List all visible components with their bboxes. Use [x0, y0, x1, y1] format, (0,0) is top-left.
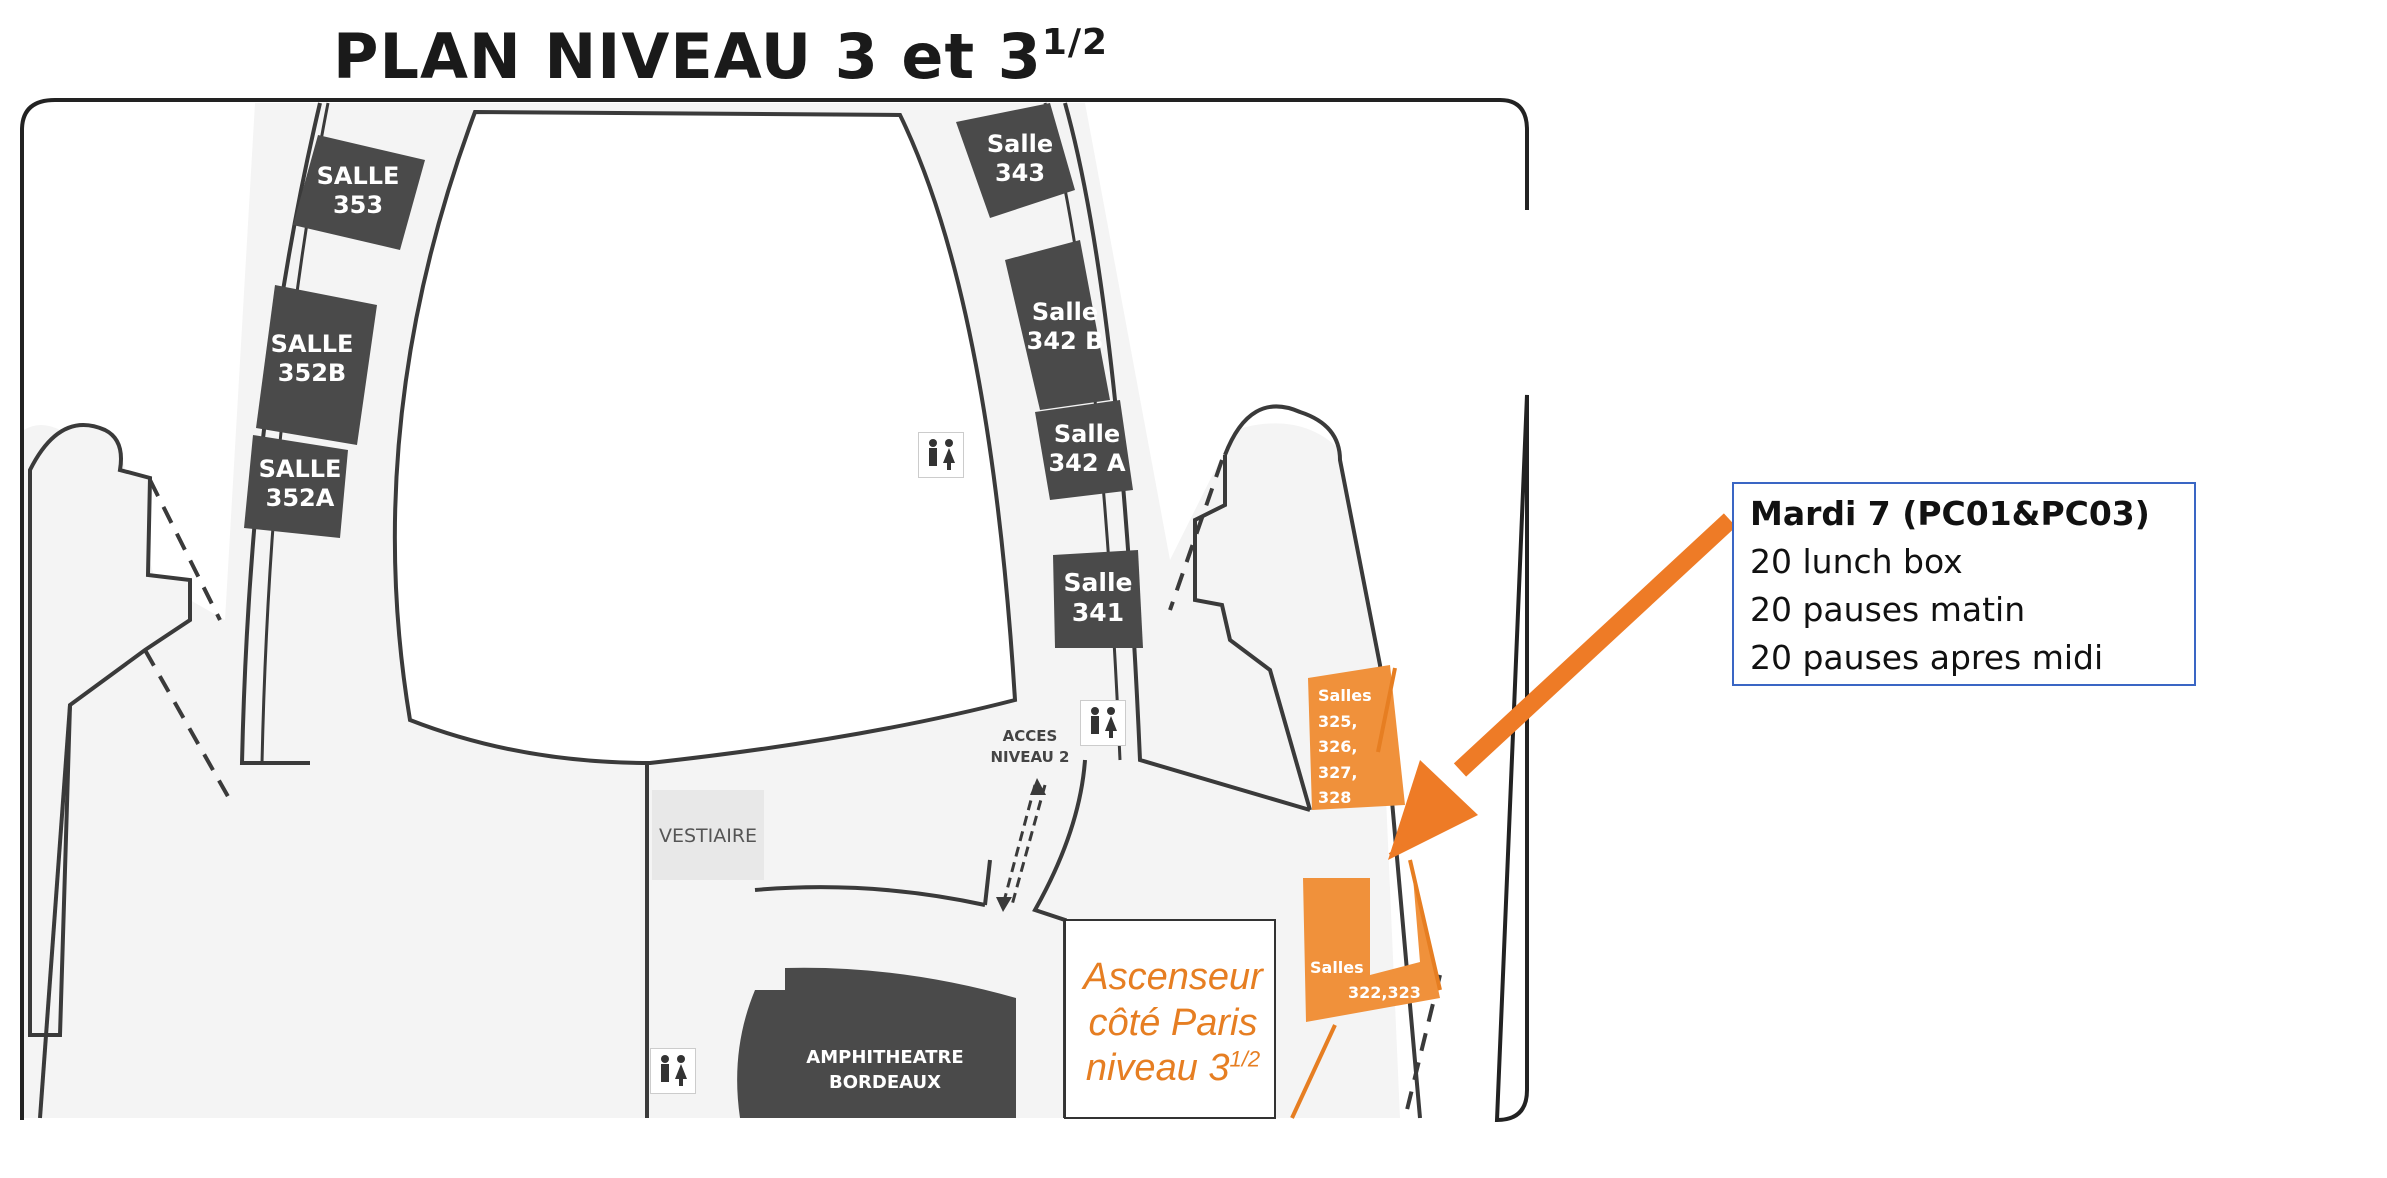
salles-325-328: [1308, 665, 1405, 810]
room-352b: [256, 285, 377, 445]
restroom-icon: [650, 1048, 696, 1094]
room-label-salles-322-number: 322,323: [1348, 983, 1421, 1002]
restroom-icon: [1080, 700, 1126, 746]
room-342a: [1035, 400, 1133, 500]
arrow-down-icon: [996, 897, 1012, 912]
ascenseur-box: [1064, 919, 1276, 1119]
arrow-tail: [1388, 843, 1404, 857]
vestiaire-label: VESTIAIRE: [658, 825, 758, 847]
acces-wall: [1032, 759, 1087, 1118]
room-343: [956, 103, 1075, 218]
orange-line-3: [1290, 1024, 1337, 1119]
amphitheatre-room: [737, 967, 1016, 1118]
vestiaire-room: [652, 790, 764, 880]
room-341: [1053, 550, 1143, 648]
room-352a: [244, 435, 348, 538]
info-line: 20 lunch box: [1750, 542, 1963, 581]
dashed-line-right-bottom: [1403, 974, 1442, 1119]
stair-dash: [1001, 784, 1037, 906]
ascenseur-label: Ascenseur côté Paris niveau 31/2: [1083, 956, 1263, 1090]
room-353: [293, 135, 425, 250]
arrow-up-icon: [1030, 778, 1046, 795]
central-hall: [392, 109, 1018, 766]
arrow-shaft: [1453, 513, 1737, 777]
orange-line-2: [1408, 859, 1442, 991]
left-wing: [28, 423, 192, 1037]
dashed-line-left1: [148, 479, 222, 621]
dashed-line-right: [1168, 459, 1224, 611]
salles-322-323: [1303, 865, 1440, 1022]
right-corridor-outer: [1063, 102, 1311, 812]
room-label-salles-322-title: Salles: [1310, 958, 1364, 977]
arrow-icon: [1388, 760, 1478, 860]
room-label-salles-325: Salles 325, 326, 327, 328: [1318, 686, 1372, 808]
room-342b: [1005, 240, 1110, 410]
info-line: 20 pauses apres midi: [1750, 638, 2104, 677]
stair-dash-2: [1010, 784, 1047, 906]
info-line: 20 pauses matin: [1750, 590, 2026, 629]
info-title: Mardi 7 (PC01&PC03): [1750, 494, 2150, 533]
left-bottom-wall: [38, 704, 72, 1119]
right-wing: [1193, 404, 1422, 1119]
info-box: Mardi 7 (PC01&PC03) 20 lunch box 20 paus…: [1732, 482, 2196, 686]
lower-wall-2: [983, 859, 992, 906]
orange-line-1: [1376, 667, 1397, 753]
restroom-icon: [918, 432, 964, 478]
lower-wall: [754, 885, 986, 907]
page-title: PLAN NIVEAU 3 et 31/2: [333, 20, 1109, 93]
